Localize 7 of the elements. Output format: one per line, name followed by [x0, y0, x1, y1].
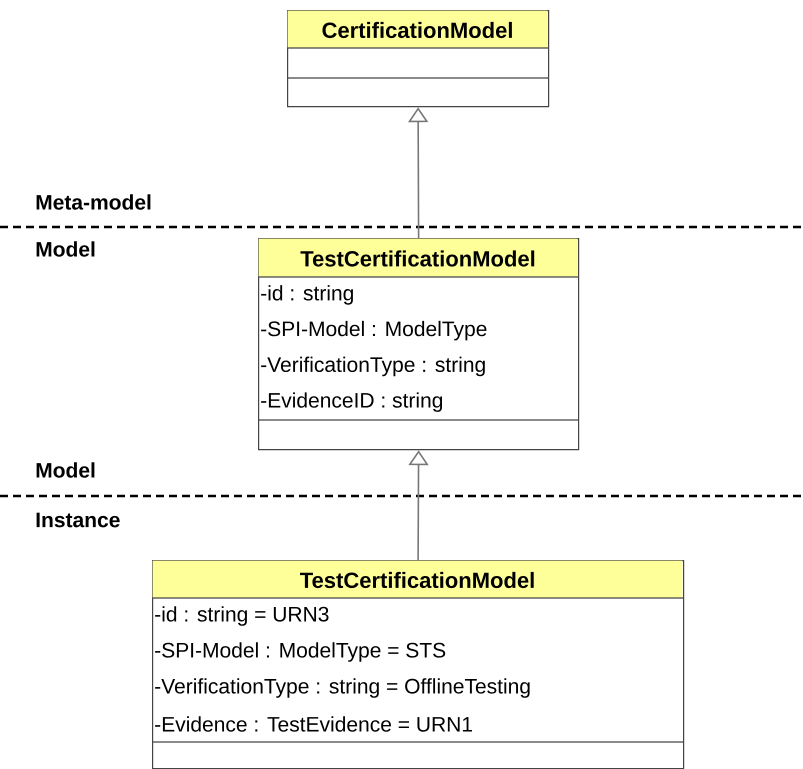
class-box: TestCertificationModel -id : string = URN3 -SPI-Model : ModelType = STS -VerificationType : string = OfflineTesting -Evidence : TestEvidence = URN1 — [152, 560, 684, 769]
layer-label: Instance — [36, 512, 120, 528]
class-box: CertificationModel — [287, 10, 550, 108]
layer-label: Model — [36, 462, 94, 478]
layer-label: Meta-model — [36, 194, 150, 210]
layer-label: Model — [36, 241, 94, 257]
class-box: TestCertificationModel -id : string -SPI-Model : ModelType -VerificationType : string -EvidenceID : string — [258, 238, 580, 450]
